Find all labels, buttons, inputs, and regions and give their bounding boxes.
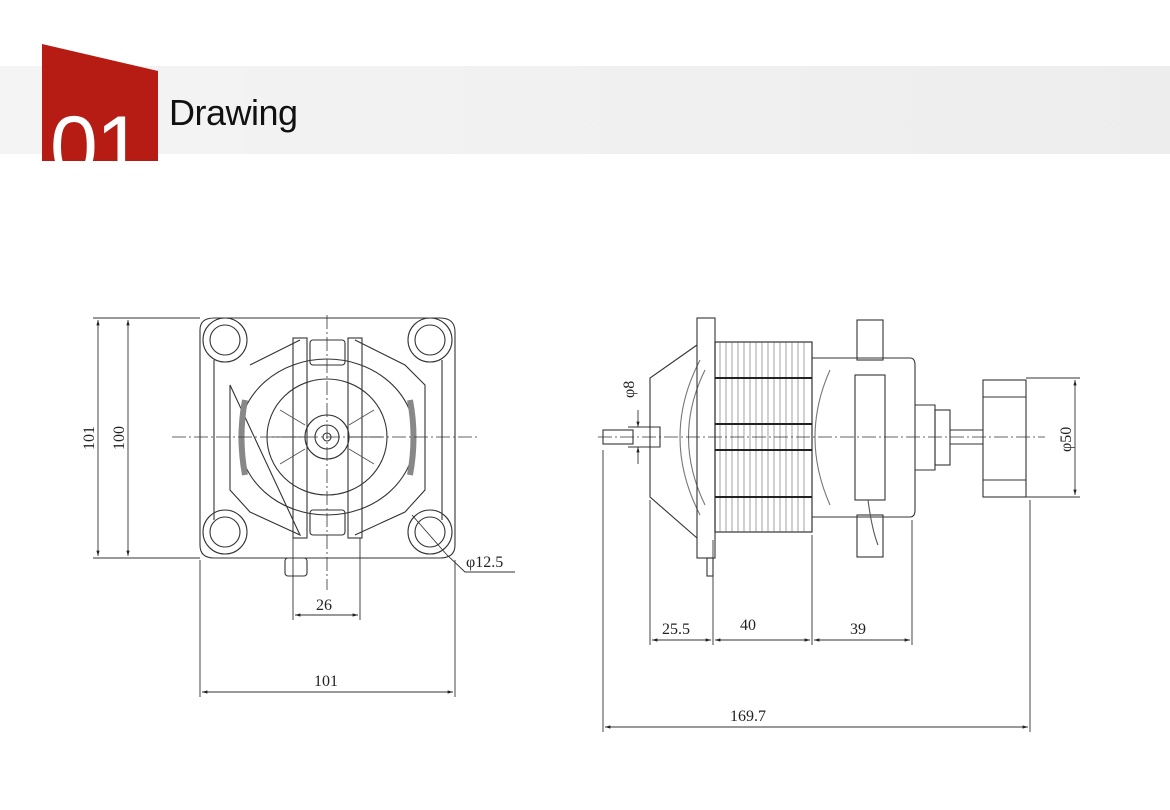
section-number-badge: 01 [42,44,158,190]
dim-shaft-diameter: φ8 [621,381,638,398]
dim-height-inner: 100 [111,426,128,450]
dim-front-length: 25.5 [662,621,690,638]
front-view-dimensions [93,317,515,697]
front-view [172,315,480,590]
dim-center-width: 26 [316,597,332,614]
side-view [598,317,1045,577]
dim-rear-length: 39 [850,621,866,638]
dim-stator-length: 40 [740,617,756,634]
dim-hole-diameter: φ12.5 [466,554,503,571]
section-title: Drawing [169,92,298,133]
section-header-band [0,66,1170,154]
dim-fan-diameter: φ50 [1058,427,1075,452]
dim-height-outer: 101 [81,426,98,450]
dim-total-length: 169.7 [730,708,766,725]
section-number: 01 [50,99,144,195]
mounting-holes [202,317,453,555]
side-view-dimensions [602,377,1080,732]
dim-width: 101 [314,673,338,690]
